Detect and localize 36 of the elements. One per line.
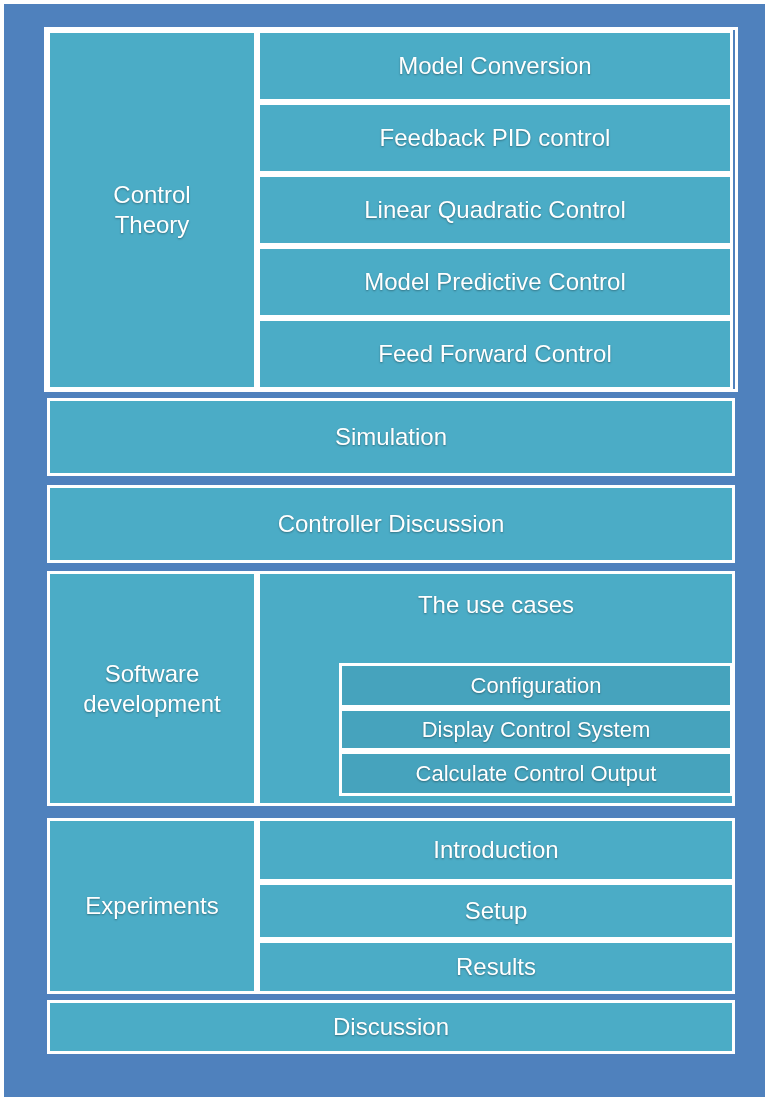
section-title: Control Theory	[112, 180, 192, 240]
section-title: Model Conversion	[398, 51, 592, 81]
section-box	[47, 30, 257, 390]
section-title: Display Control System	[421, 715, 651, 744]
subsection-box	[257, 882, 735, 940]
section-box	[47, 1000, 735, 1054]
section-title: Feed Forward Control	[378, 339, 612, 369]
section-title: Simulation	[334, 422, 448, 452]
use-case-box	[339, 751, 733, 796]
section-box	[47, 485, 735, 563]
section-box	[47, 818, 257, 994]
section-title: Setup	[464, 896, 528, 926]
section-title: Feedback PID control	[379, 123, 611, 153]
section-box	[47, 571, 257, 806]
subsection-box	[257, 940, 735, 994]
section-title: Introduction	[433, 835, 559, 865]
section-title: Software development	[82, 658, 222, 719]
section-title: The use cases	[417, 590, 575, 620]
section-title: Configuration	[470, 671, 602, 700]
section-title: Controller Discussion	[277, 509, 505, 539]
use-case-box	[339, 663, 733, 708]
section-title: Discussion	[332, 1012, 449, 1042]
section-title: Linear Quadratic Control	[364, 195, 626, 225]
section-box	[47, 398, 735, 476]
subsection-box	[257, 246, 733, 318]
use-case-box	[339, 708, 733, 751]
subsection-box	[257, 818, 735, 882]
subsection-box	[257, 318, 733, 390]
subsection-box	[257, 30, 733, 102]
section-title: Model Predictive Control	[364, 267, 626, 297]
subsection-box	[257, 571, 735, 806]
section-title: Experiments	[85, 891, 219, 921]
subsection-box	[257, 174, 733, 246]
subsection-box	[257, 102, 733, 174]
section-title: Results	[456, 952, 536, 982]
section-title: Calculate Control Output	[415, 759, 657, 788]
